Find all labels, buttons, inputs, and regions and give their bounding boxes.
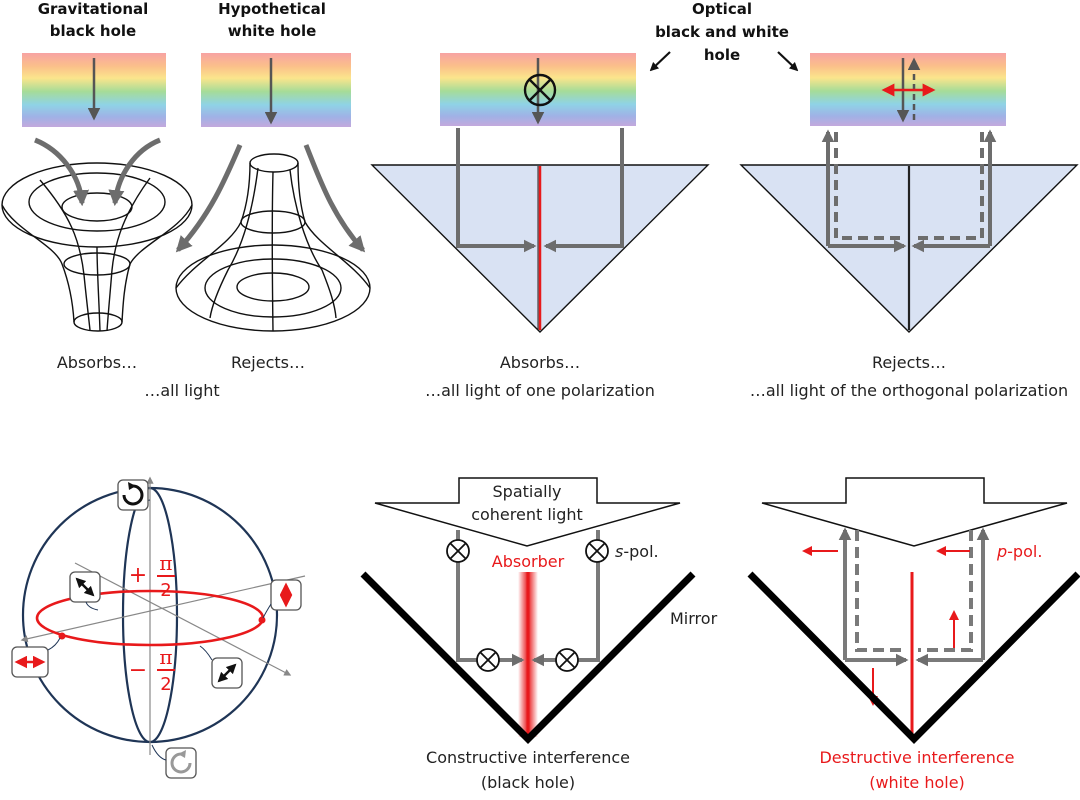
- infall-arrow-right: [108, 137, 161, 207]
- p-polarization-arrows: [802, 546, 970, 706]
- constructive-label-line2: (black hole): [481, 773, 575, 792]
- beam-right-in-dashed: [918, 530, 973, 652]
- s-pol-marker: [446, 539, 470, 563]
- pi-upper: π: [159, 551, 172, 575]
- white-hole-title-line2: white hole: [228, 22, 317, 40]
- constructive-interference-panel: Spatially coherent light Absorber s-pol.…: [360, 477, 718, 792]
- caption-orthogonal-polarization: …all light of the orthogonal polarizatio…: [750, 381, 1068, 400]
- poincare-sphere: + π 2 − π 2: [11, 476, 306, 779]
- optical-title: Optical black and white hole: [649, 0, 799, 72]
- beam-right: [543, 128, 624, 253]
- white-hole-panel: Hypothetical white hole Rejects…: [175, 0, 371, 372]
- caption-rejects-1: Rejects…: [231, 353, 305, 372]
- coherent-label-line1: Spatially: [493, 482, 562, 501]
- horizontal-axis: [20, 575, 306, 643]
- mirror-label: Mirror: [670, 609, 718, 628]
- beam-left: [456, 128, 537, 253]
- outflow-arrow-left: [175, 144, 243, 253]
- white-hole-funnel: [175, 153, 371, 332]
- black-hole-funnel: [1, 162, 193, 332]
- outflow-arrow-right: [303, 144, 366, 253]
- vertical-polarization-icon: [262, 579, 302, 619]
- mirror: [747, 571, 1080, 744]
- pointer-arrow-right: [777, 51, 799, 72]
- two-lower: 2: [160, 674, 171, 695]
- gravitational-title-line2: black hole: [50, 22, 136, 40]
- p-pol-letter: p: [996, 542, 1007, 561]
- white-hole-title-line1: Hypothetical: [218, 0, 326, 18]
- p-pol-label: p-pol.: [996, 542, 1042, 561]
- circular-polarization-top-icon: [117, 479, 151, 511]
- diagonal-polarization-icon: [69, 571, 101, 611]
- coherent-label-line2: coherent light: [471, 505, 583, 524]
- absorber-label: Absorber: [492, 552, 565, 571]
- antidiagonal-polarization-icon: [199, 645, 243, 689]
- pointer-arrow-left: [649, 51, 671, 72]
- optical-reflector-panel: Rejects… …all light of the orthogonal po…: [739, 53, 1079, 400]
- mirror: [360, 571, 696, 744]
- two-upper: 2: [160, 580, 171, 601]
- light-band: [201, 53, 351, 127]
- beam-right-in-dashed: [913, 132, 984, 240]
- equator-point-right: [258, 616, 266, 624]
- s-pol-marker: [585, 539, 609, 563]
- caption-one-polarization: …all light of one polarization: [425, 381, 655, 400]
- optical-absorber-panel: Absorbs… …all light of one polarization: [370, 53, 710, 400]
- caption-rejects-2: Rejects…: [872, 353, 946, 372]
- optical-title-line2: black and white: [655, 23, 789, 41]
- beam-left-in-dashed: [855, 530, 906, 652]
- s-pol-label: s-pol.: [615, 542, 659, 561]
- gravitational-black-hole-panel: Gravitational black hole Absorbs…: [1, 0, 193, 372]
- caption-absorbs-2: Absorbs…: [500, 353, 580, 372]
- polarization-into-page-icon: [523, 73, 557, 107]
- optical-title-line1: Optical: [692, 0, 752, 18]
- plus-sign: +: [129, 563, 147, 588]
- gravitational-title-line1: Gravitational: [38, 0, 149, 18]
- p-pol-suffix: -pol.: [1007, 542, 1042, 561]
- constructive-label-line1: Constructive interference: [426, 748, 630, 767]
- caption-absorbs-1: Absorbs…: [57, 353, 137, 372]
- s-pol-marker: [555, 648, 579, 672]
- destructive-label-line2: (white hole): [869, 773, 965, 792]
- s-pol-suffix: -pol.: [623, 542, 658, 561]
- caption-all-light: …all light: [144, 381, 219, 400]
- infall-arrow-left: [34, 137, 90, 207]
- fraction-bar: [157, 669, 175, 671]
- coherent-light-arrow: [374, 477, 681, 547]
- s-pol-marker: [476, 648, 500, 672]
- beam-left-in-dashed: [834, 132, 905, 240]
- coherent-light-arrow: [761, 477, 1068, 547]
- optical-title-line3: hole: [704, 46, 740, 64]
- fraction-bar: [157, 575, 175, 577]
- minus-sign: −: [129, 658, 147, 683]
- equator-point-left: [58, 632, 66, 640]
- pi-lower: π: [159, 645, 172, 669]
- s-pol-letter: s: [615, 542, 623, 561]
- latitude-labels: + π 2 − π 2: [129, 551, 175, 695]
- destructive-interference-panel: p-pol. Destructive interference (white h…: [747, 477, 1080, 792]
- diagonal-axis: [74, 562, 292, 676]
- s-polarization-markers: [446, 539, 609, 672]
- horizontal-polarization-icon: [11, 637, 61, 678]
- beam-left: [456, 530, 525, 667]
- circular-polarization-bottom-icon: [151, 744, 197, 779]
- destructive-label-line1: Destructive interference: [819, 748, 1014, 767]
